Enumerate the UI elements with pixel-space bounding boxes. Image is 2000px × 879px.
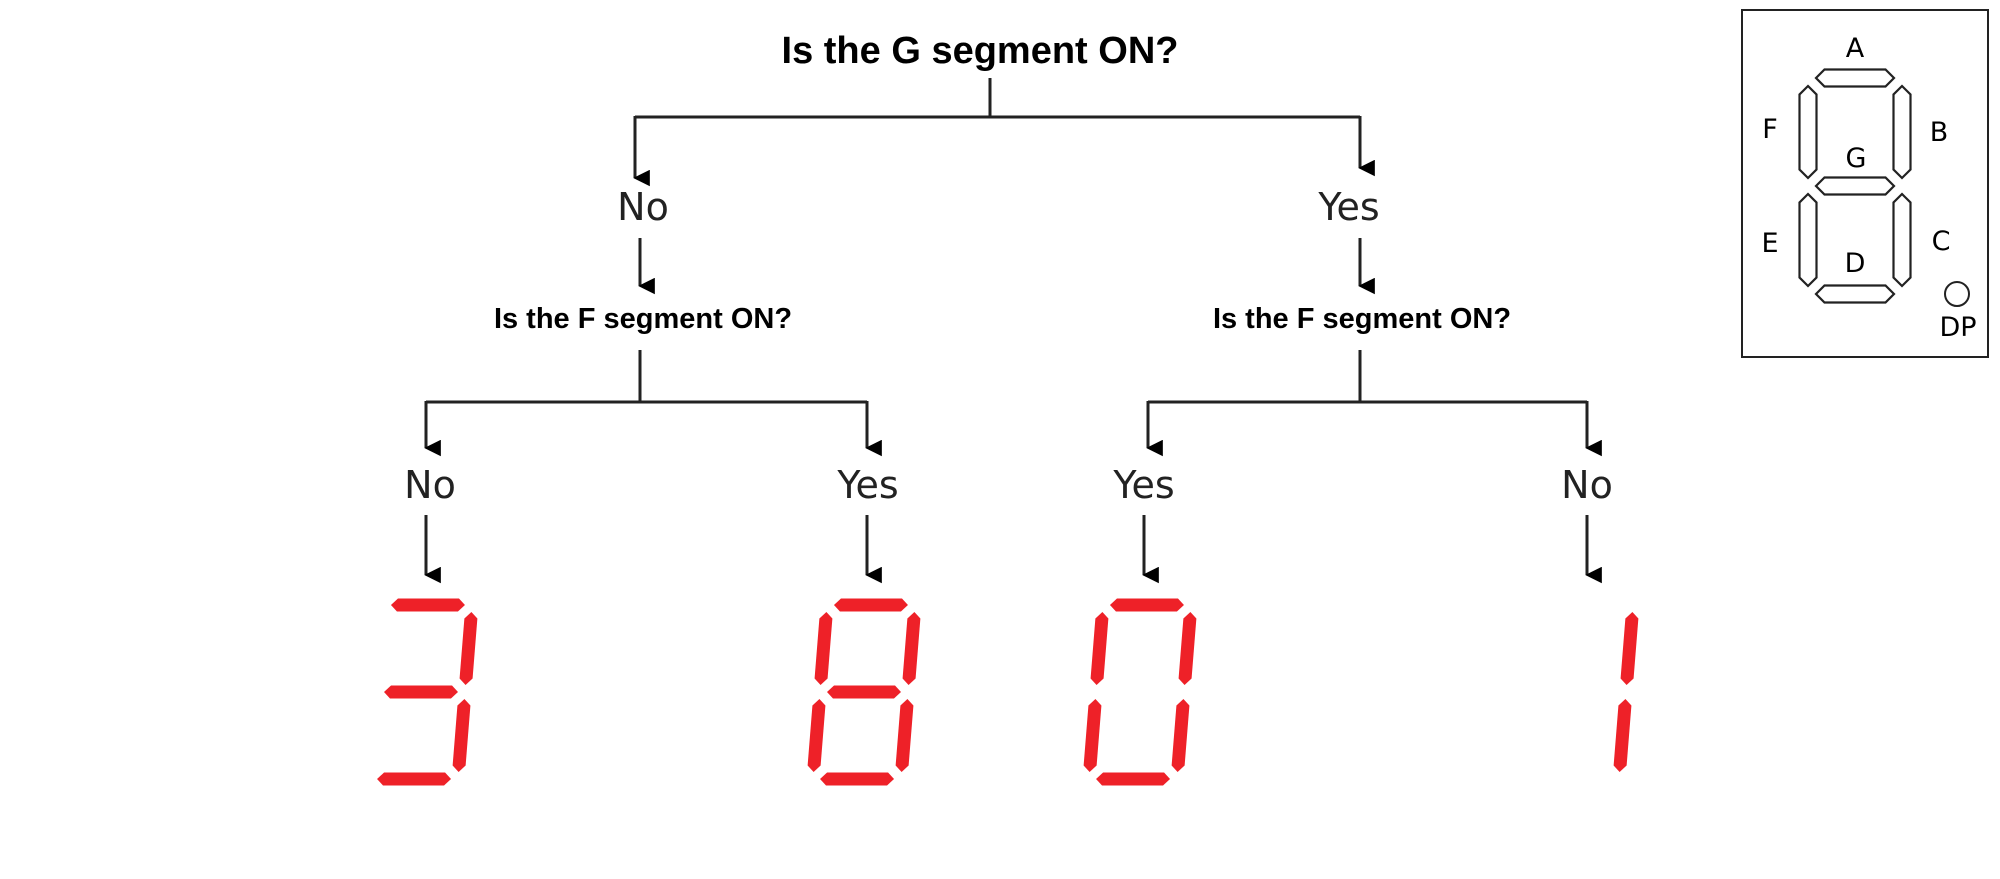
right-sub-question: Is the F segment ON?	[1213, 303, 1511, 335]
digit-8-segment-g	[826, 685, 901, 699]
left-sub-connectors	[424, 350, 882, 457]
digit-8-segment-b	[902, 612, 921, 685]
legend-dp-dot	[1944, 281, 1970, 307]
legend-segment-a	[1814, 68, 1896, 88]
digit-0-segment-e	[1083, 699, 1102, 772]
digit-1-segment-b	[1620, 612, 1639, 685]
root-question: Is the G segment ON?	[782, 30, 1179, 72]
segment-legend: A B C D E F G DP	[1741, 9, 1989, 358]
legend-segment-g	[1814, 176, 1896, 196]
digit-8-segment-d	[820, 772, 895, 786]
legend-label-dp: DP	[1939, 312, 1976, 343]
leaf-arrows	[424, 515, 1602, 584]
legend-label-a: A	[1846, 33, 1865, 64]
digit-1-display	[1613, 612, 1639, 772]
right-branch-answer: Yes	[1317, 185, 1379, 229]
digit-3-segment-b	[459, 612, 478, 685]
legend-label-f: F	[1762, 114, 1778, 145]
legend-segment-e	[1798, 192, 1818, 288]
digit-8-segment-e	[807, 699, 826, 772]
root-connectors	[633, 78, 1375, 187]
legend-segment-f	[1798, 84, 1818, 180]
seven-segment-digits	[377, 598, 1639, 786]
digit-0-segment-c	[1171, 699, 1190, 772]
right-sub-connectors	[1146, 350, 1602, 457]
legend-segment-c	[1892, 192, 1912, 288]
digit-3-segment-a	[390, 598, 465, 612]
legend-segment-d	[1814, 284, 1896, 304]
legend-label-g: G	[1846, 143, 1867, 174]
digit-0-segment-f	[1090, 612, 1109, 685]
digit-0-segment-b	[1178, 612, 1197, 685]
digit-0-display	[1083, 598, 1197, 786]
digit-0-segment-d	[1096, 772, 1171, 786]
digit-8-segment-f	[814, 612, 833, 685]
leaf-answer-2: Yes	[836, 463, 898, 507]
leaf-answer-4: No	[1561, 463, 1613, 507]
legend-label-e: E	[1761, 228, 1778, 259]
leaf-answer-1: No	[404, 463, 456, 507]
digit-1-segment-c	[1613, 699, 1632, 772]
legend-label-c: C	[1932, 226, 1951, 257]
digit-8-display	[807, 598, 921, 786]
digit-3-display	[377, 598, 478, 786]
leaf-answer-3: Yes	[1112, 463, 1174, 507]
digit-8-segment-c	[895, 699, 914, 772]
legend-label-d: D	[1845, 248, 1866, 279]
digit-3-segment-d	[377, 772, 452, 786]
left-branch-answer: No	[617, 185, 669, 229]
digit-0-segment-a	[1109, 598, 1184, 612]
legend-segments	[1798, 68, 1912, 304]
digit-3-segment-g	[383, 685, 458, 699]
left-sub-question: Is the F segment ON?	[494, 303, 792, 335]
digit-3-segment-c	[452, 699, 471, 772]
digit-8-segment-a	[833, 598, 908, 612]
legend-segment-b	[1892, 84, 1912, 180]
legend-label-b: B	[1930, 117, 1949, 148]
